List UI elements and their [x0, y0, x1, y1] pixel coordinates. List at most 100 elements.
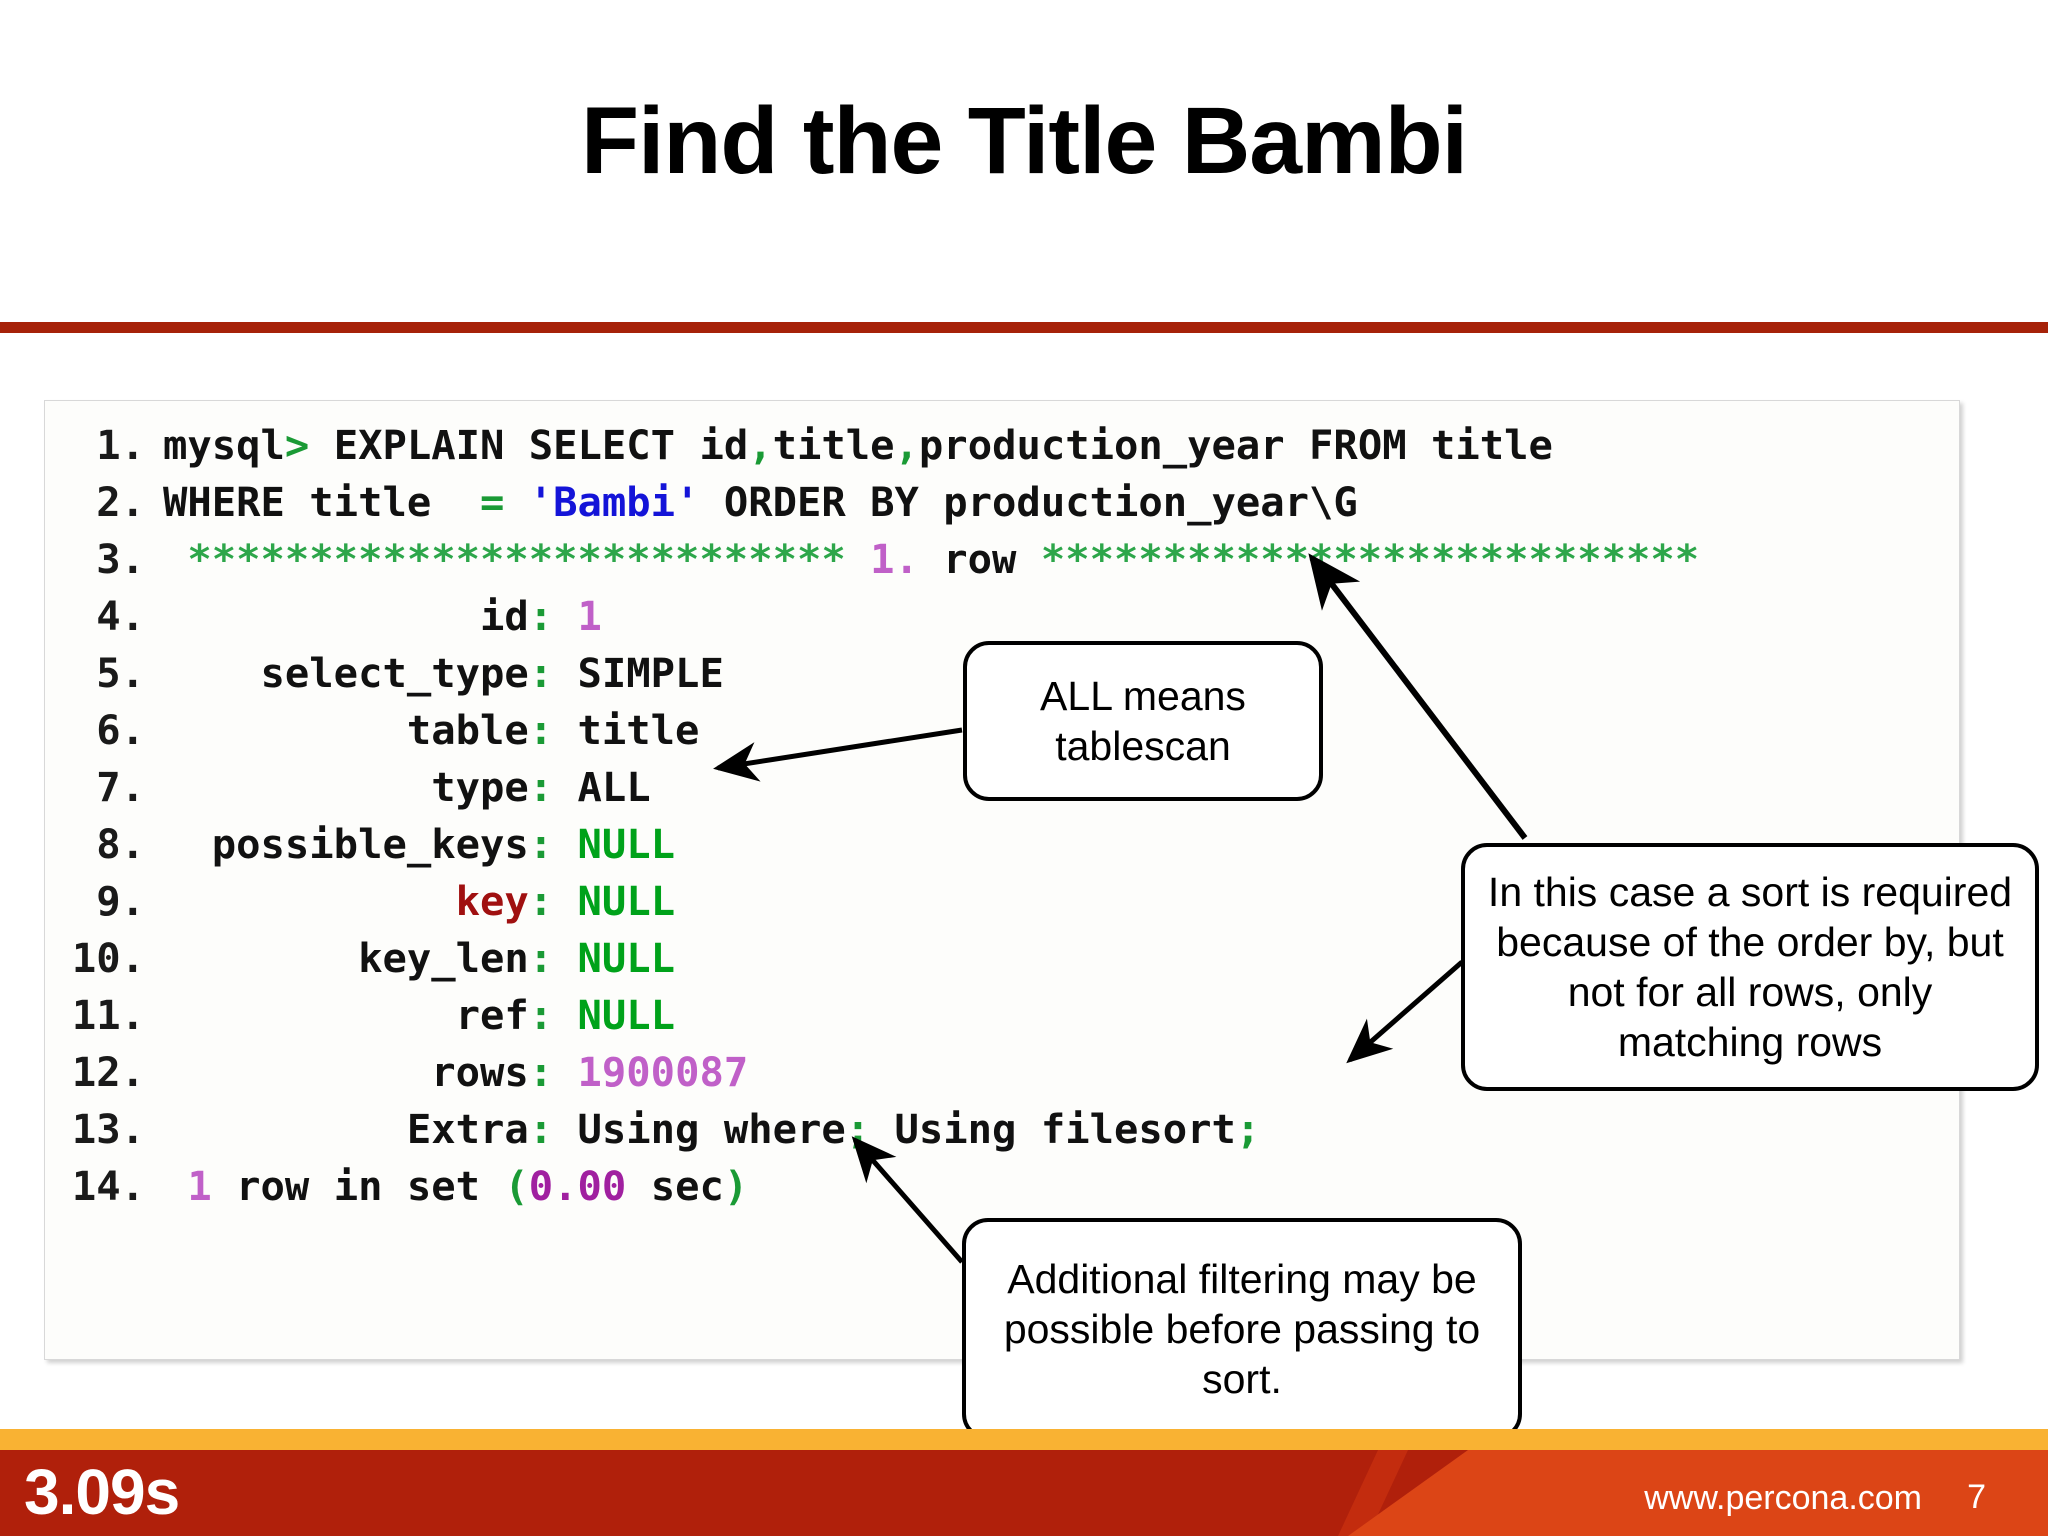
line-number: 2.	[96, 478, 145, 526]
footer-wedge-orange	[1348, 1450, 2048, 1536]
code-token	[553, 592, 577, 640]
code-line: 1.mysql> EXPLAIN SELECT id,title,product…	[45, 417, 1959, 474]
code-line: 6. table: title	[45, 702, 1959, 759]
code-token: NULL	[577, 934, 676, 982]
code-token: :	[528, 763, 554, 811]
code-token: row in set	[211, 1162, 505, 1210]
page-number: 7	[1967, 1478, 1986, 1516]
code-token: Using where	[553, 1105, 846, 1153]
code-token	[553, 991, 577, 1039]
line-number: 4.	[96, 592, 145, 640]
code-token: )	[723, 1162, 749, 1210]
code-line: 10. key_len: NULL	[45, 930, 1959, 987]
callout-additional-filtering: Additional filtering may be possible bef…	[962, 1218, 1522, 1440]
code-token: ,	[894, 421, 919, 469]
code-token: :	[528, 991, 554, 1039]
code-token: Using filesort	[870, 1105, 1236, 1153]
code-token: ,	[748, 421, 773, 469]
code-token: ref	[163, 991, 529, 1039]
code-token: select_type	[163, 649, 529, 697]
line-number: 5.	[96, 649, 145, 697]
code-token	[553, 877, 577, 925]
callout-filtering-text: Additional filtering may be possible bef…	[1003, 1255, 1481, 1402]
code-token: rows	[163, 1048, 529, 1096]
line-number: 11.	[71, 991, 145, 1039]
code-token: 0.00	[528, 1162, 627, 1210]
code-token: ***************************	[163, 535, 871, 583]
code-token: possible_keys	[163, 820, 529, 868]
code-token: NULL	[577, 877, 676, 925]
code-line: 8. possible_keys: NULL	[45, 816, 1959, 873]
footer-gold-bar	[0, 1429, 2048, 1450]
page-title: Find the Title Bambi	[580, 88, 1468, 194]
code-line: 14. 1 row in set (0.00 sec)	[45, 1158, 1959, 1215]
code-token: ORDER BY production_year\G	[699, 478, 1358, 526]
code-token: EXPLAIN SELECT id	[309, 421, 749, 469]
code-token: NULL	[577, 991, 676, 1039]
code-token: (	[504, 1162, 529, 1210]
code-token: type	[163, 763, 529, 811]
code-line: 7. type: ALL	[45, 759, 1959, 816]
code-token: title	[553, 706, 700, 754]
callout-sort-required: In this case a sort is required because …	[1461, 843, 2039, 1091]
code-line: 2. WHERE title = 'Bambi' ORDER BY product…	[45, 474, 1959, 531]
code-token: :	[528, 820, 554, 868]
line-number: 14.	[71, 1162, 145, 1210]
code-token: :	[528, 934, 554, 982]
code-line: 3. *************************** 1. row **…	[45, 531, 1959, 588]
code-token: key_len	[163, 934, 529, 982]
title-divider-rule	[0, 322, 2048, 333]
line-number: 9.	[96, 877, 145, 925]
code-token: :	[528, 592, 554, 640]
code-token: id	[163, 592, 529, 640]
code-token: :	[528, 1105, 554, 1153]
code-token: mysql	[163, 421, 285, 469]
code-token: SIMPLE	[553, 649, 724, 697]
code-token	[553, 934, 577, 982]
line-number: 6.	[96, 706, 145, 754]
code-token: >	[284, 421, 310, 469]
line-number: 3.	[96, 535, 145, 583]
code-line: 5. select_type: SIMPLE	[45, 645, 1959, 702]
line-number: 7.	[96, 763, 145, 811]
code-token	[504, 478, 528, 526]
callout-all-means-tablescan: ALL means tablescan	[963, 641, 1323, 801]
code-token: sec	[626, 1162, 724, 1210]
code-token: :	[528, 1048, 554, 1096]
code-line: 12. rows: 1900087	[45, 1044, 1959, 1101]
code-token: :	[528, 706, 554, 754]
code-token: row	[918, 535, 1041, 583]
callout-sort-text: In this case a sort is required because …	[1487, 868, 2013, 1066]
code-line: 9. key: NULL	[45, 873, 1959, 930]
code-line: 4. id: 1	[45, 588, 1959, 645]
code-token: :	[528, 649, 554, 697]
line-number: 13.	[71, 1105, 145, 1153]
code-token: production_year FROM title	[918, 421, 1553, 469]
code-token: ALL	[553, 763, 651, 811]
code-token: 'Bambi'	[528, 478, 700, 526]
code-token: WHERE title	[163, 478, 480, 526]
line-number: 10.	[71, 934, 145, 982]
code-token: 1900087	[577, 1048, 749, 1096]
code-token: title	[772, 421, 895, 469]
code-line: 13. Extra: Using where; Using filesort;	[45, 1101, 1959, 1158]
line-number: 1.	[96, 421, 145, 469]
timing-label: 3.09s	[24, 1456, 180, 1528]
code-token: table	[163, 706, 529, 754]
code-token	[163, 1162, 187, 1210]
code-token: ;	[845, 1105, 871, 1153]
code-line: 11. ref: NULL	[45, 987, 1959, 1044]
footer-website: www.percona.com	[1644, 1479, 1922, 1517]
code-token: 1	[577, 592, 602, 640]
code-token: Extra	[163, 1105, 529, 1153]
code-token: :	[528, 877, 554, 925]
code-token: NULL	[577, 820, 676, 868]
code-token: 1	[187, 1162, 212, 1210]
footer-bar	[0, 1450, 2048, 1536]
code-token: 1.	[870, 535, 919, 583]
code-token: ***************************	[1040, 535, 1700, 583]
code-token: ;	[1235, 1105, 1261, 1153]
line-number: 8.	[96, 820, 145, 868]
code-token: =	[479, 478, 505, 526]
code-token: key	[455, 877, 529, 925]
